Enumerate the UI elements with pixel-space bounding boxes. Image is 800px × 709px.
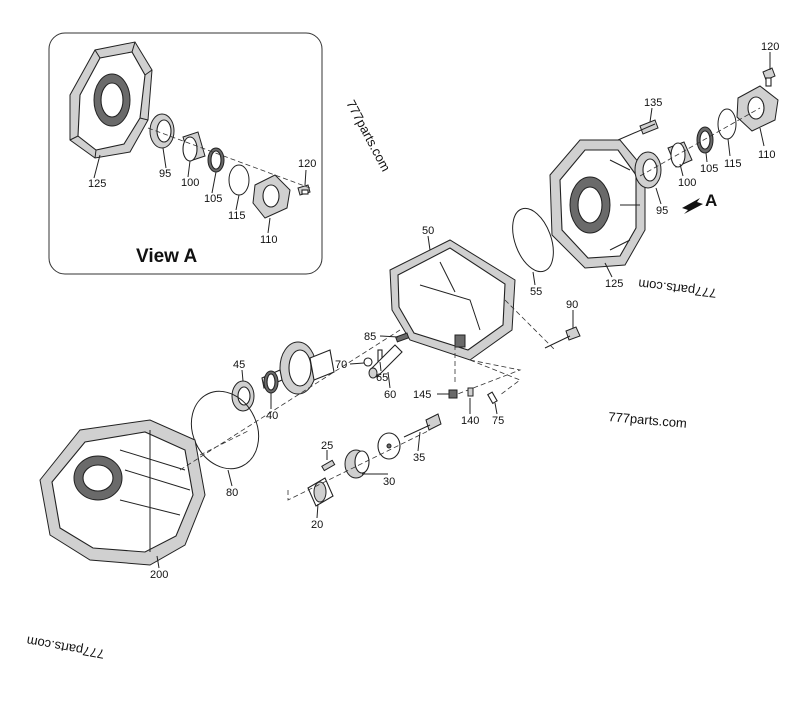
view-a-label-120: 120: [298, 158, 316, 170]
view-a-housing-125: [69, 41, 153, 159]
part-bearing-45: [231, 380, 255, 412]
part-pin-70: [363, 357, 373, 367]
part-pin-75: [487, 391, 498, 405]
view-a-bearing-95: [149, 113, 175, 149]
label-145: 145: [413, 389, 431, 401]
label-65: 65: [376, 372, 388, 384]
part-oring-55: [512, 207, 554, 273]
part-housing-50: [389, 239, 516, 361]
part-housing-125: [549, 139, 646, 269]
part-pin-25: [321, 459, 336, 472]
view-a-ring-105: [207, 147, 225, 173]
label-200: 200: [150, 569, 168, 581]
view-a-label-110: 110: [260, 234, 278, 246]
label-85: 85: [364, 331, 376, 343]
part-plug-145: [448, 389, 458, 399]
part-pin-85: [395, 332, 410, 343]
view-a-bolt-120: [297, 184, 311, 196]
label-95: 95: [656, 205, 668, 217]
label-90: 90: [566, 299, 578, 311]
label-120: 120: [761, 41, 779, 53]
part-sleeve-100: [667, 141, 693, 168]
watermark-middle: 777parts.com: [608, 409, 688, 431]
part-ring-105: [696, 126, 714, 154]
label-75: 75: [492, 415, 504, 427]
part-bolt-120: [762, 67, 776, 87]
label-60: 60: [384, 389, 396, 401]
label-80: 80: [226, 487, 238, 499]
view-a-arrow: A: [682, 191, 717, 214]
watermark-bottom: 777parts.com: [25, 633, 105, 661]
label-135: 135: [644, 97, 662, 109]
watermark-right: 777parts.com: [637, 276, 717, 300]
part-bolt-35: [403, 413, 442, 438]
view-a-title: View A: [136, 246, 198, 267]
label-110: 110: [758, 149, 776, 161]
view-a-label-105: 105: [204, 193, 222, 205]
part-sleeve-20: [307, 477, 334, 507]
label-40: 40: [266, 410, 278, 422]
label-55: 55: [530, 286, 542, 298]
arrow-label: A: [705, 191, 717, 210]
label-30: 30: [383, 476, 395, 488]
view-a-label-115: 115: [228, 210, 246, 222]
watermark-top: 777parts.com: [343, 97, 393, 174]
view-a-label-100: 100: [181, 177, 199, 189]
part-oring-115: [717, 108, 737, 140]
view-a-cover-110: [252, 174, 291, 219]
label-125: 125: [605, 278, 623, 290]
label-50: 50: [422, 225, 434, 237]
part-ring-40: [263, 370, 279, 394]
view-a-label-95: 95: [159, 168, 171, 180]
label-70: 70: [335, 359, 347, 371]
label-100: 100: [678, 177, 696, 189]
part-compressor-body-200: [39, 419, 206, 566]
label-20: 20: [311, 519, 323, 531]
part-cover-110: [736, 85, 779, 132]
label-105: 105: [700, 163, 718, 175]
part-shaft-60: [368, 344, 403, 379]
label-45: 45: [233, 359, 245, 371]
part-bolt-135: [617, 119, 659, 141]
part-bolt-90: [544, 326, 581, 349]
label-25: 25: [321, 440, 333, 452]
label-115: 115: [724, 158, 742, 170]
part-plug-140: [467, 387, 474, 397]
label-35: 35: [413, 452, 425, 464]
view-a-sleeve-100: [182, 131, 206, 162]
view-a-label-125: 125: [88, 178, 106, 190]
part-bearing-95: [634, 151, 662, 189]
label-140: 140: [461, 415, 479, 427]
part-gear-30: [344, 449, 370, 479]
